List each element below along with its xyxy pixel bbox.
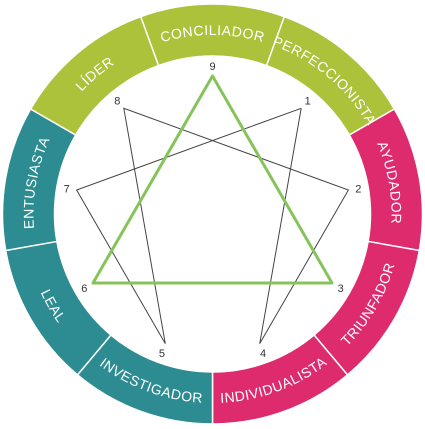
point-label-9: 9	[209, 61, 215, 73]
point-label-3: 3	[338, 283, 344, 295]
point-label-7: 7	[64, 183, 70, 195]
label-conciliador: CONCILIADOR	[158, 22, 266, 45]
point-label-5: 5	[159, 348, 165, 360]
point-label-1: 1	[305, 96, 311, 108]
personality-ring	[1, 3, 424, 425]
segment-lider	[29, 15, 160, 137]
hexad-line	[75, 107, 350, 344]
point-numbers: 1 2 3 4 5 6 7 8 9	[64, 61, 362, 360]
point-label-2: 2	[355, 183, 361, 195]
triangle-line	[91, 74, 334, 285]
enneagram-lines	[75, 74, 350, 344]
point-label-4: 4	[260, 348, 266, 360]
point-label-6: 6	[81, 283, 87, 295]
point-label-8: 8	[114, 96, 120, 108]
